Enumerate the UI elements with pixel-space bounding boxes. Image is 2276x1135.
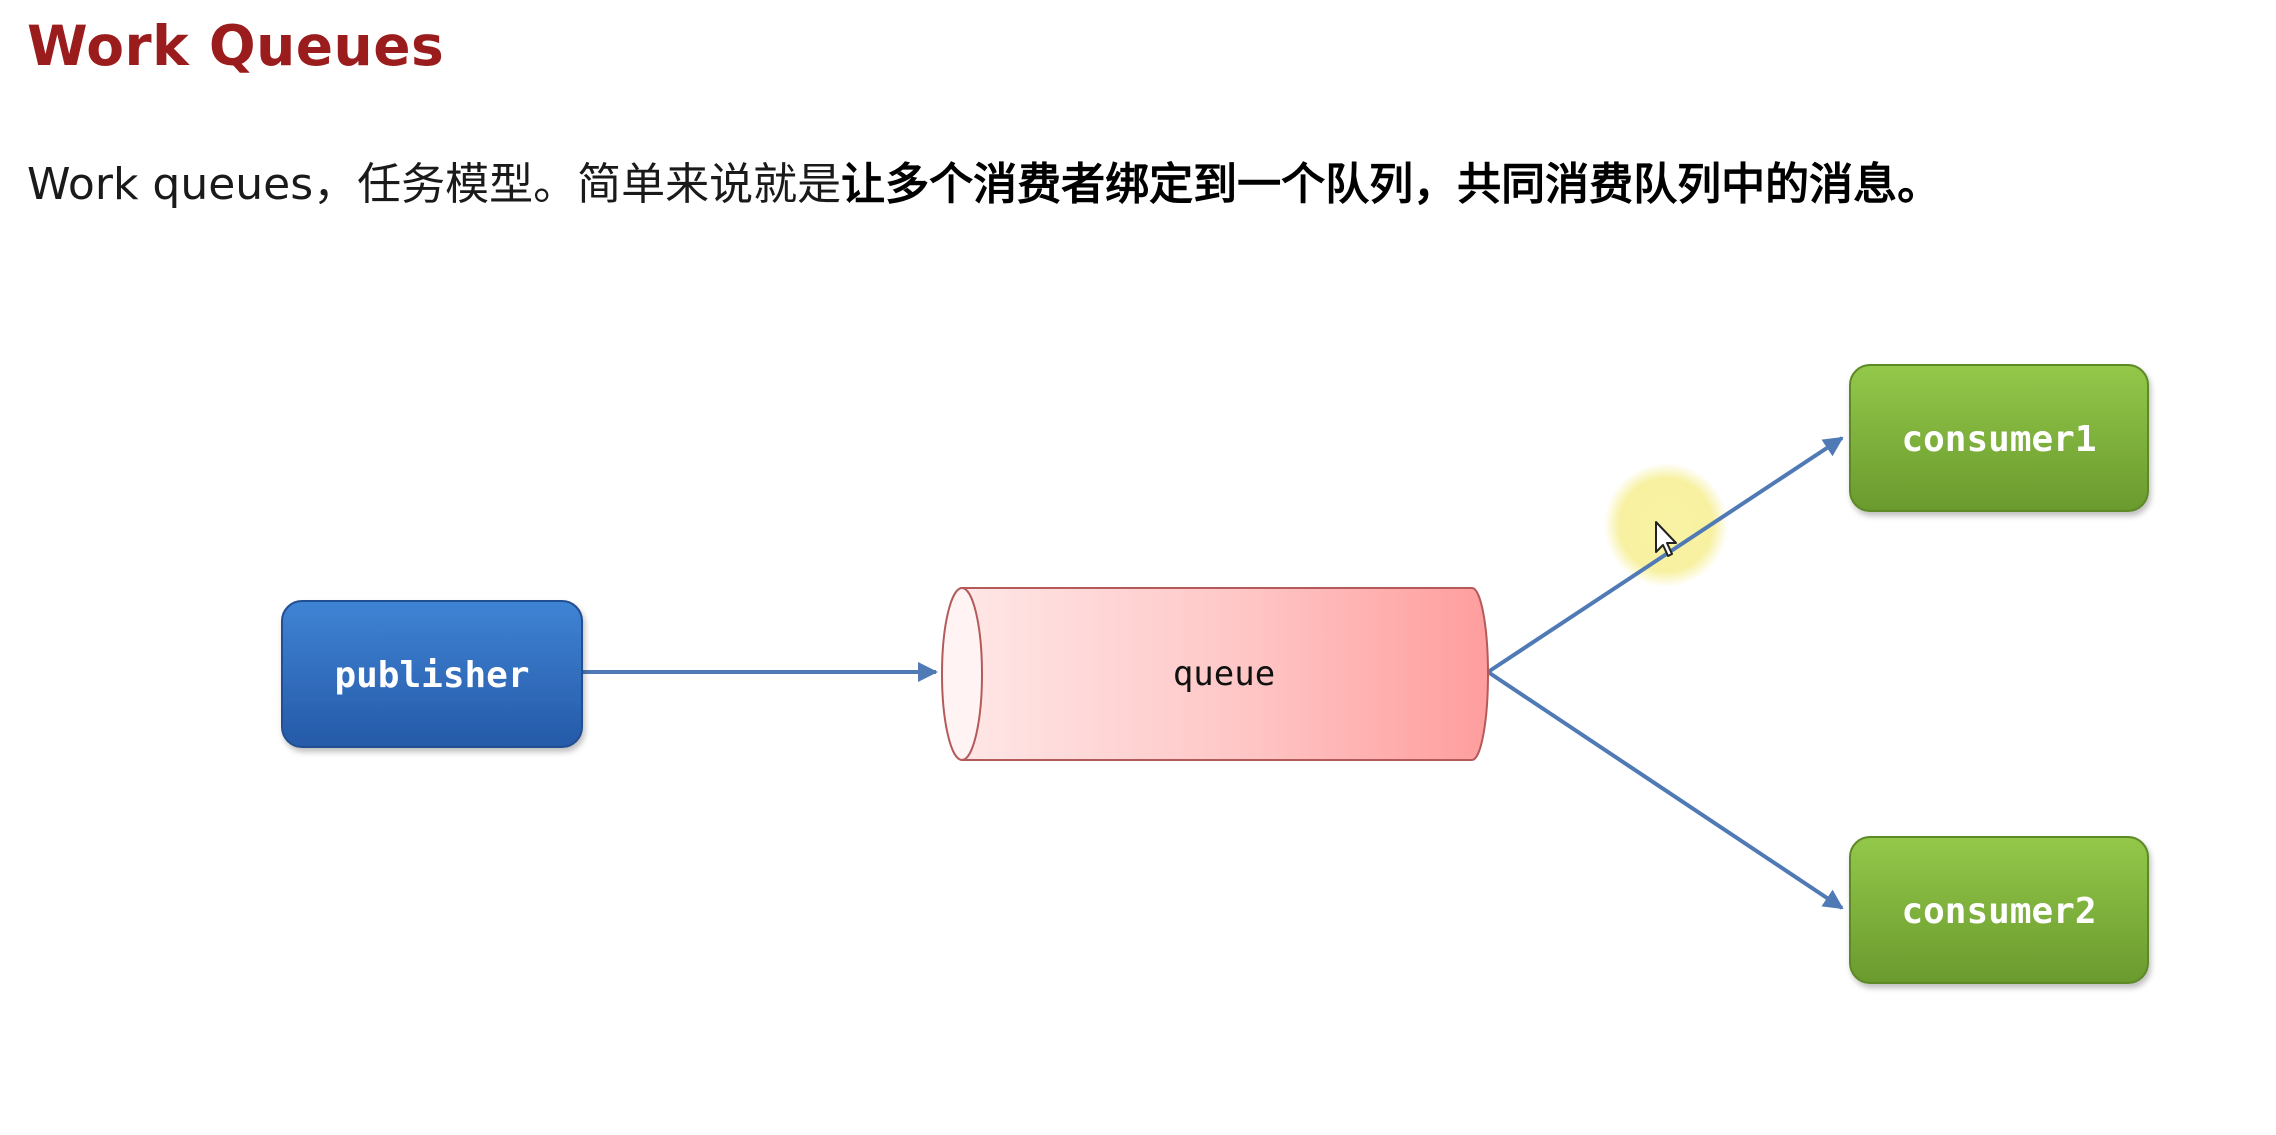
- publisher-label: publisher: [334, 655, 529, 696]
- description-plain-text: Work queues，任务模型。简单来说就是: [27, 159, 842, 210]
- consumer1-node: [1849, 364, 2149, 512]
- edge-queue-consumer1: [1486, 436, 1844, 674]
- cursor-highlight: [1604, 463, 1728, 587]
- edge-queue-consumer2: [1486, 670, 1844, 910]
- slide-title: Work Queues: [27, 14, 445, 78]
- pointer-cursor-icon: [1655, 521, 1677, 557]
- publisher-node: [281, 600, 583, 748]
- description-bold-text: 让多个消费者绑定到一个队列，共同消费队列中的消息。: [841, 159, 1942, 210]
- consumer2-node: [1849, 836, 2149, 984]
- slide-description: Work queues，任务模型。简单来说就是让多个消费者绑定到一个队列，共同消…: [27, 150, 1941, 220]
- queue-node: [941, 587, 1489, 761]
- consumer1-label: consumer1: [1901, 419, 2096, 460]
- consumer2-label: consumer2: [1901, 891, 2096, 932]
- queue-label: queue: [1173, 654, 1275, 694]
